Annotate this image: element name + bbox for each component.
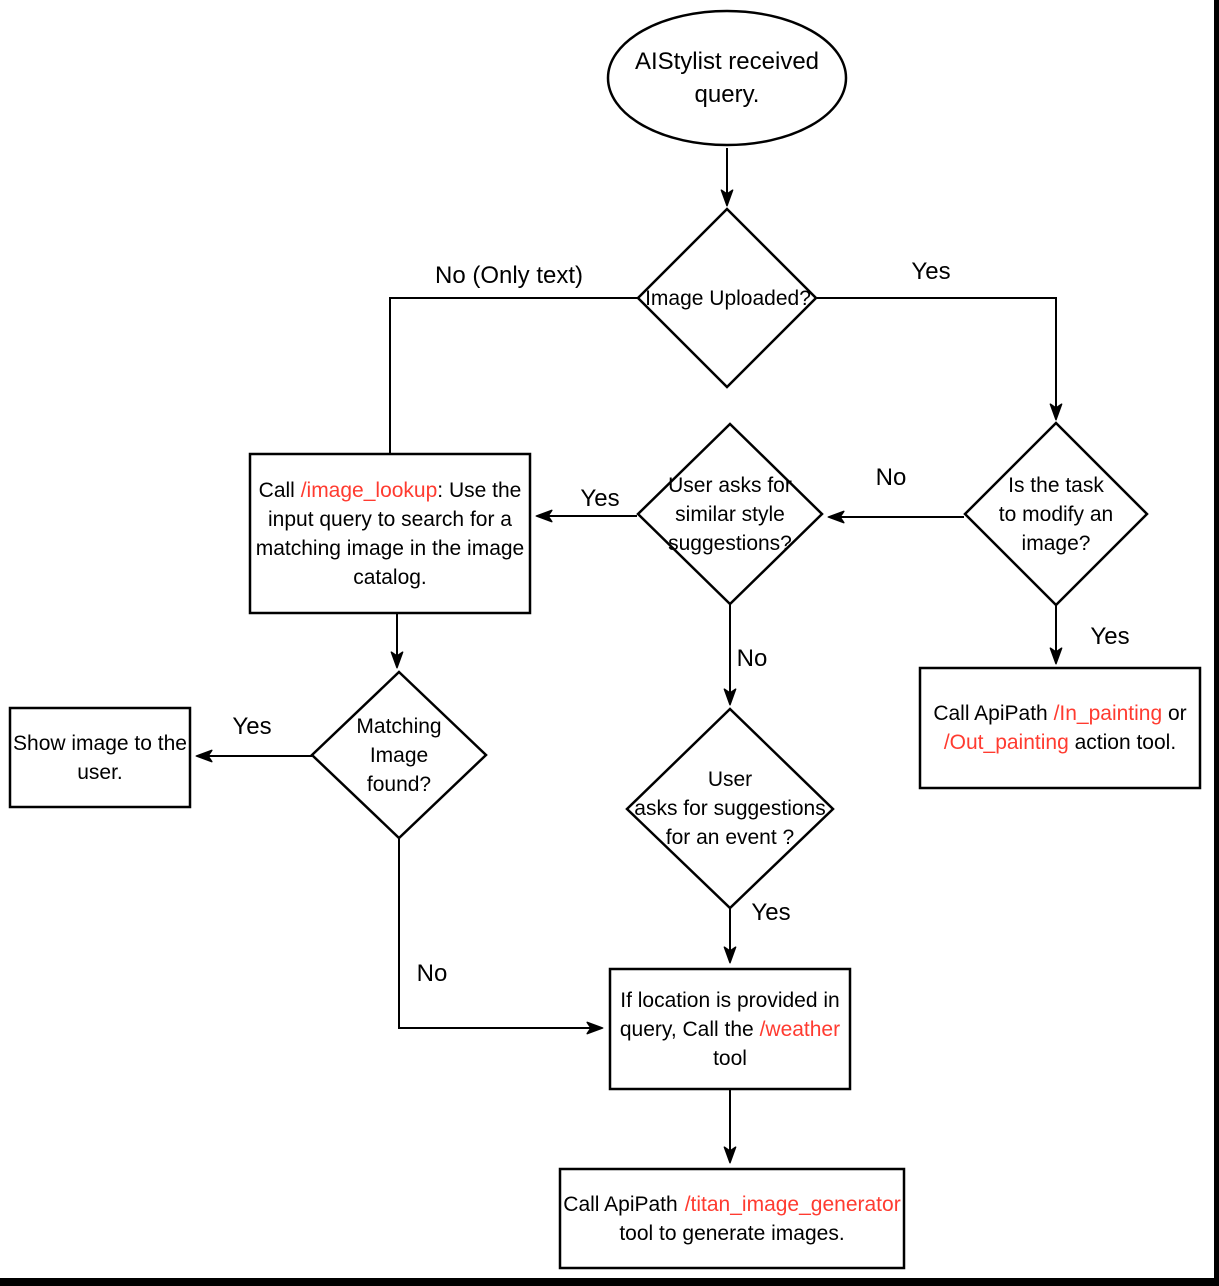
process-painting-label: Call ApiPath /In_painting or /Out_painti… — [933, 702, 1187, 754]
start-node-shape — [606, 9, 848, 147]
edge-label-yes-matching: Yes — [232, 713, 272, 740]
edge-label-no-similar: No — [736, 645, 768, 672]
edge-label-no-matching: No — [416, 960, 448, 987]
edge-label-no-modify: No — [875, 464, 907, 491]
right-border-bar — [1214, 0, 1219, 1286]
process-titan-label: Call ApiPath/titan_image_generator tool … — [563, 1192, 901, 1245]
edge-label-yes-similar: Yes — [580, 485, 620, 512]
edge-yes-uploaded — [817, 297, 1063, 421]
process-show-image-label: Show image to the user. — [13, 731, 187, 784]
edge-no-matching — [398, 839, 604, 1035]
api-path-titan-image-generator: /titan_image_generator — [684, 1192, 901, 1216]
edge-no-only-text — [389, 297, 639, 461]
api-path-image-lookup: /image_lookup — [300, 478, 438, 502]
api-path-out-painting: /Out_painting — [943, 731, 1069, 754]
decision-similar-style-shape — [636, 422, 824, 606]
shapes — [8, 9, 1202, 1270]
decision-event-suggestions-label: User asks for suggestions for an event ? — [634, 768, 826, 849]
edge-label-yes-event: Yes — [751, 899, 791, 926]
process-painting-shape — [918, 666, 1202, 790]
api-path-weather: /weather — [759, 1017, 841, 1041]
process-image-lookup-label: Call /image_lookup: Use the input query … — [255, 478, 525, 589]
decision-matching-image-shape — [310, 670, 488, 840]
edge-label-no-only-text: No (Only text) — [434, 262, 584, 289]
process-show-image-shape — [8, 706, 192, 809]
api-path-in-painting: /In_painting — [1053, 702, 1163, 725]
decision-modify-image-shape — [963, 421, 1149, 607]
process-weather-shape — [608, 967, 852, 1091]
decision-similar-style-label: User asks for similar style suggestions? — [668, 473, 792, 555]
decision-image-uploaded-shape — [636, 207, 818, 389]
decision-modify-image-label: Is the task to modify an image? — [998, 473, 1114, 555]
decision-image-uploaded-label: Image Uploaded? — [645, 286, 811, 310]
decision-matching-image-label: Matching Image found? — [356, 714, 442, 796]
process-titan-shape — [558, 1167, 906, 1270]
bottom-border-bar — [0, 1278, 1219, 1286]
edge-label-yes-modify: Yes — [1090, 623, 1130, 650]
connectors — [195, 148, 1063, 1164]
decision-event-suggestions-shape — [625, 707, 835, 910]
start-node-label: AIStylist received query. — [634, 48, 820, 108]
process-image-lookup-shape — [248, 452, 532, 615]
edge-label-yes-uploaded: Yes — [911, 258, 951, 285]
process-weather-label: If location is provided in query, Call t… — [619, 988, 841, 1070]
